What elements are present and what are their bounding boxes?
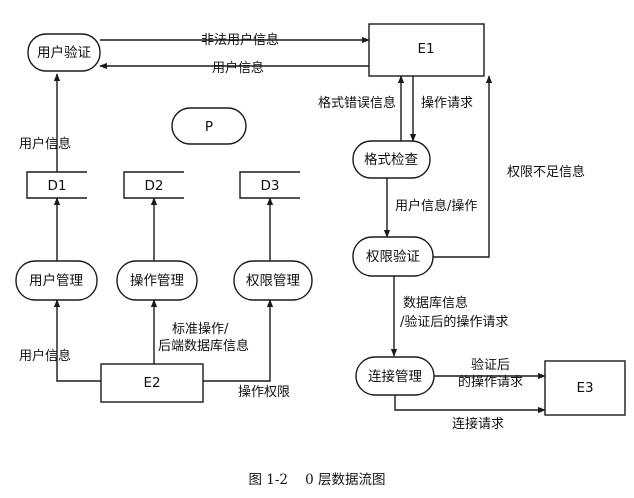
flow-conn-request-arrow (394, 395, 546, 414)
process-perm-mgmt-label: 权限管理 (246, 272, 300, 289)
datastore-d2-label: D2 (145, 178, 164, 194)
flow-label-format-error: 格式错误信息 (318, 95, 396, 111)
flow-label-user-info-d1: 用户信息 (19, 136, 71, 152)
process-user-mgmt-label: 用户管理 (29, 272, 83, 289)
process-user-verify: 用户验证 (27, 33, 101, 72)
flow-e2-to-user-mgmt-arrow (53, 299, 101, 382)
datastore-d3: D3 (239, 171, 300, 199)
process-conn-mgmt-label: 连接管理 (368, 368, 422, 385)
process-user-verify-label: 用户验证 (37, 44, 91, 61)
flow-label-user-info-e1: 用户信息 (212, 60, 264, 76)
datastore-d2: D2 (123, 171, 184, 199)
flow-label-op-request: 操作请求 (421, 95, 473, 111)
figure-caption: 图 1-2 0 层数据流图 (248, 472, 385, 488)
process-format-check: 格式检查 (352, 140, 431, 179)
process-p: P (171, 107, 247, 145)
entity-e2-label: E2 (143, 375, 160, 391)
flow-label-op-perm: 操作权限 (238, 384, 290, 400)
entity-e3: E3 (544, 360, 626, 416)
flow-label-verified-line1: 验证后 (471, 357, 510, 373)
flow-label-std-op-line1: 标准操作/ (172, 321, 229, 337)
datastore-d1: D1 (26, 171, 87, 199)
flow-label-user-info-op: 用户信息/操作 (395, 198, 477, 214)
flow-label-db-info-line2: /验证后的操作请求 (400, 314, 508, 330)
process-perm-verify-label: 权限验证 (366, 248, 420, 265)
flow-label-perm-insufficient: 权限不足信息 (507, 164, 585, 180)
flow-label-conn-request: 连接请求 (452, 416, 504, 432)
flow-label-verified-line2: 的操作请求 (458, 374, 523, 390)
process-user-mgmt: 用户管理 (15, 260, 98, 301)
datastore-d1-label: D1 (48, 178, 67, 194)
process-perm-mgmt: 权限管理 (233, 260, 313, 301)
process-p-label: P (205, 119, 213, 135)
entity-e2: E2 (100, 363, 204, 403)
flow-e2-to-perm-mgmt-arrow (203, 299, 274, 382)
process-perm-verify: 权限验证 (352, 236, 434, 277)
flow-label-user-info-e2: 用户信息 (19, 348, 71, 364)
flow-perm-insufficient-arrow (433, 75, 493, 258)
entity-e1-label: E1 (417, 41, 434, 57)
process-format-check-label: 格式检查 (364, 152, 418, 168)
flow-label-illegal-user-info: 非法用户信息 (201, 32, 279, 48)
process-op-mgmt-label: 操作管理 (130, 273, 184, 289)
process-op-mgmt: 操作管理 (116, 260, 198, 301)
entity-e3-label: E3 (576, 380, 593, 396)
flow-label-std-op-line2: 后端数据库信息 (158, 338, 249, 354)
process-conn-mgmt: 连接管理 (355, 356, 435, 396)
flow-label-db-info-line1: 数据库信息 (403, 295, 468, 311)
entity-e1: E1 (368, 23, 485, 77)
datastore-d3-label: D3 (261, 178, 280, 194)
